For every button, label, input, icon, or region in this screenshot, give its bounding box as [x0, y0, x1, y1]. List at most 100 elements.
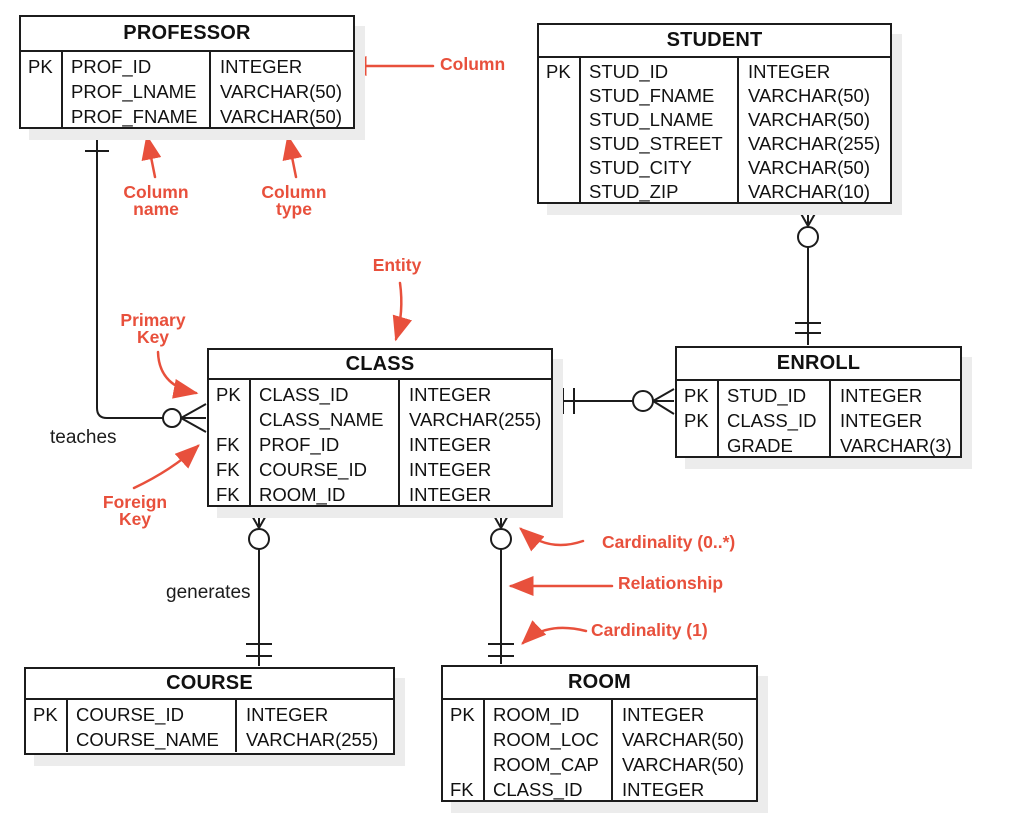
class-key-0: PK: [216, 384, 241, 405]
generates-label: generates: [166, 582, 251, 603]
enroll-key-2: [684, 433, 717, 458]
name-column: STUD_ID STUD_FNAME STUD_LNAME STUD_STREE…: [581, 58, 739, 204]
enroll-type-1: INTEGER: [840, 410, 923, 431]
one-cardinality-ticks: [85, 138, 109, 152]
enroll-col-1: CLASS_ID: [727, 410, 817, 431]
student-key-3: [546, 132, 579, 156]
professor-col-1: PROF_LNAME: [71, 81, 197, 102]
table-professor-title: PROFESSOR: [21, 17, 353, 52]
room-key-3: FK: [450, 779, 474, 800]
room-key-2: [450, 752, 483, 777]
table-student-title: STUDENT: [539, 25, 890, 58]
name-column: CLASS_ID CLASS_NAME PROF_ID COURSE_ID RO…: [251, 380, 400, 507]
column-type-line2: type: [276, 199, 312, 219]
course-type-1: VARCHAR(255): [246, 729, 379, 750]
name-column: PROF_ID PROF_LNAME PROF_FNAME: [63, 52, 211, 129]
professor-key-1: [28, 79, 61, 104]
class-type-1: VARCHAR(255): [409, 409, 542, 430]
room-col-2: ROOM_CAP: [493, 754, 599, 775]
student-key-4: [546, 156, 579, 180]
course-col-1: COURSE_NAME: [76, 729, 219, 750]
student-type-5: VARCHAR(10): [748, 181, 870, 202]
type-column: INTEGER VARCHAR(255) INTEGER INTEGER INT…: [400, 380, 551, 507]
table-room-body: PK FK ROOM_ID ROOM_LOC ROOM_CAP CLASS_ID…: [443, 700, 756, 802]
crow-foot: [794, 202, 822, 227]
name-column: COURSE_ID COURSE_NAME: [68, 700, 237, 752]
key-column: PK FK FK FK: [209, 380, 251, 507]
class-col-2: PROF_ID: [259, 434, 340, 455]
room-type-2: VARCHAR(50): [622, 754, 744, 775]
student-key-5: [546, 180, 579, 204]
cardinality-one-annotation: Cardinality (1): [591, 620, 708, 640]
professor-key-0: PK: [28, 56, 53, 77]
class-col-0: CLASS_ID: [259, 384, 349, 405]
room-col-0: ROOM_ID: [493, 704, 580, 725]
type-column: INTEGER INTEGER VARCHAR(3): [831, 381, 960, 458]
student-type-2: VARCHAR(50): [748, 109, 870, 130]
cardinality-one-arrow-icon: [521, 620, 588, 645]
class-type-0: INTEGER: [409, 384, 492, 405]
student-col-2: STUD_LNAME: [589, 109, 714, 130]
entity-arrow-icon: [392, 281, 412, 342]
enroll-col-2: GRADE: [727, 435, 793, 456]
crow-foot: [487, 504, 515, 529]
primary-key-line1: Primary: [120, 310, 186, 330]
table-room: ROOM PK FK ROOM_ID ROOM_LOC ROOM_CAP CLA…: [441, 665, 758, 802]
class-key-1: [216, 407, 249, 432]
foreign-key-line1: Foreign: [102, 492, 168, 512]
key-column: PK: [539, 58, 581, 204]
class-key-3: FK: [216, 459, 240, 480]
type-column: INTEGER VARCHAR(50) VARCHAR(50) VARCHAR(…: [739, 58, 890, 204]
cardinality-many-arrow-icon: [519, 527, 585, 552]
type-column: INTEGER VARCHAR(50) VARCHAR(50): [211, 52, 353, 129]
cardinality-many-annotation: Cardinality (0..*): [602, 532, 736, 552]
student-type-0: INTEGER: [748, 61, 831, 82]
room-type-0: INTEGER: [622, 704, 705, 725]
teaches-label: teaches: [50, 427, 117, 448]
class-room-connector: [487, 504, 515, 664]
one-cardinality-ticks: [795, 322, 821, 334]
column-name-annotation: Column name: [114, 182, 198, 219]
class-type-4: INTEGER: [409, 484, 492, 505]
class-key-4: FK: [216, 484, 240, 505]
room-key-0: PK: [450, 704, 475, 725]
column-type-annotation: Column type: [252, 183, 336, 219]
one-cardinality-ticks: [246, 643, 272, 657]
enroll-key-1: PK: [684, 410, 709, 431]
room-col-3: CLASS_ID: [493, 779, 583, 800]
table-professor: PROFESSOR PK PROF_ID PROF_LNAME PROF_FNA…: [19, 15, 355, 129]
enroll-key-0: PK: [684, 385, 709, 406]
primary-key-line2: Key: [136, 327, 170, 347]
student-key-2: [546, 108, 579, 132]
student-type-3: VARCHAR(255): [748, 133, 881, 154]
room-type-3: INTEGER: [622, 779, 705, 800]
table-course-title: COURSE: [26, 669, 393, 700]
type-column: INTEGER VARCHAR(50) VARCHAR(50) INTEGER: [613, 700, 756, 802]
zero-cardinality-circle: [248, 528, 270, 550]
zero-cardinality-circle: [632, 390, 654, 412]
student-key-0: PK: [546, 61, 571, 82]
zero-cardinality-circle: [490, 528, 512, 550]
column-annotation: Column: [440, 54, 506, 74]
student-col-1: STUD_FNAME: [589, 85, 715, 106]
table-student-body: PK STUD_ID STUD_FNAME STUD_LNAME STUD_ST…: [539, 58, 890, 204]
course-key-0: PK: [33, 704, 58, 725]
teaches-connector: [85, 129, 207, 433]
crow-foot: [652, 388, 675, 415]
student-col-4: STUD_CITY: [589, 157, 692, 178]
column-name-line1: Column: [123, 182, 189, 202]
student-enroll-connector: [794, 202, 822, 345]
foreign-key-line2: Key: [118, 509, 152, 529]
key-column: PK FK: [443, 700, 485, 802]
class-col-1: CLASS_NAME: [259, 409, 384, 430]
key-column: PK: [26, 700, 68, 752]
column-name-line2: name: [133, 199, 179, 219]
table-enroll-body: PK PK STUD_ID CLASS_ID GRADE INTEGER INT…: [677, 381, 960, 458]
student-col-5: STUD_ZIP: [589, 181, 679, 202]
crow-foot: [180, 403, 207, 433]
professor-type-0: INTEGER: [220, 56, 303, 77]
relationship-line: [96, 129, 163, 419]
professor-key-2: [28, 104, 61, 129]
course-key-1: [33, 727, 66, 752]
